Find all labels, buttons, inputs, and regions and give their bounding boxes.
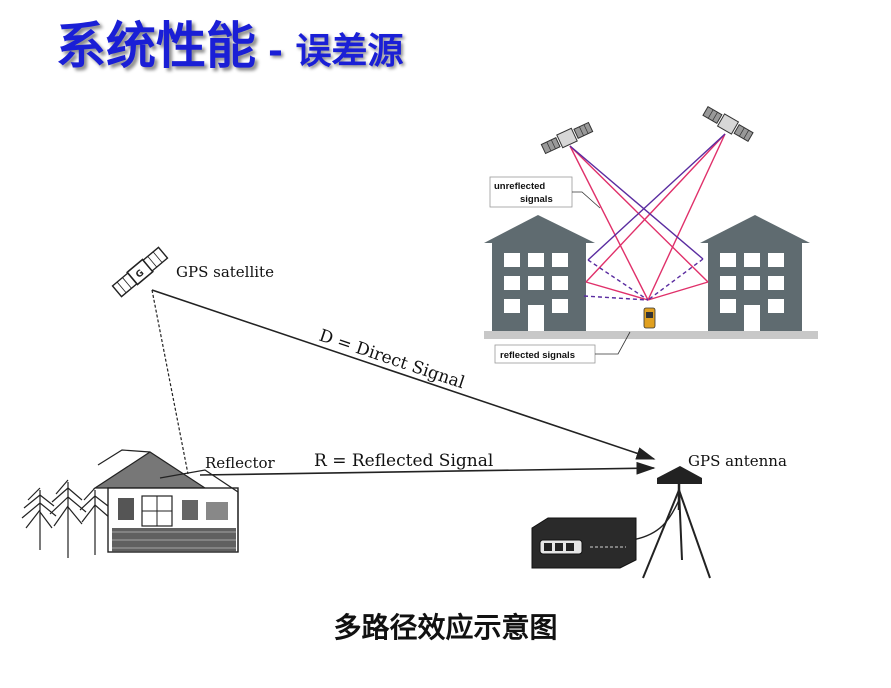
reflector-label: Reflector (205, 454, 276, 472)
reflected-label: reflected signals (500, 350, 575, 361)
unreflected-label-line2: signals (520, 194, 553, 205)
direct-signal-path (151, 289, 656, 460)
incident-signal-path (151, 289, 189, 475)
unreflected-label-line1: unreflected (494, 181, 545, 192)
gps-satellite-label: GPS satellite (176, 263, 274, 281)
inset-satellite-right-icon (702, 105, 754, 143)
reflector-house-icon (92, 449, 239, 553)
unreflected-leader-line (572, 191, 601, 209)
ground-strip (484, 331, 818, 339)
trees-icon (21, 479, 111, 558)
handheld-receiver-icon (643, 307, 656, 329)
reflected-signal-label: R = Reflected Signal (314, 451, 493, 471)
building-right-icon (700, 215, 810, 331)
diagram-caption: 多路径效应示意图 (333, 611, 558, 644)
inset-satellite-left-icon (540, 121, 594, 155)
reflected-signal-path (199, 461, 656, 476)
multipath-inset: unreflected signals reflected signals (484, 105, 818, 364)
gps-antenna-icon (631, 466, 711, 579)
title-subtitle: - 误差源 (268, 31, 404, 72)
slide-title: 系统性能 - 误差源 (56, 6, 403, 76)
gps-receiver-icon (531, 517, 637, 569)
inset-signal-lines (569, 133, 726, 301)
gps-satellite-icon: G (111, 246, 169, 298)
reflected-leader-line (595, 331, 631, 355)
title-main: 系统性能 (56, 17, 256, 75)
gps-antenna-label: GPS antenna (688, 452, 787, 470)
building-left-icon (484, 215, 595, 331)
direct-signal-label: D = Direct Signal (316, 326, 467, 393)
